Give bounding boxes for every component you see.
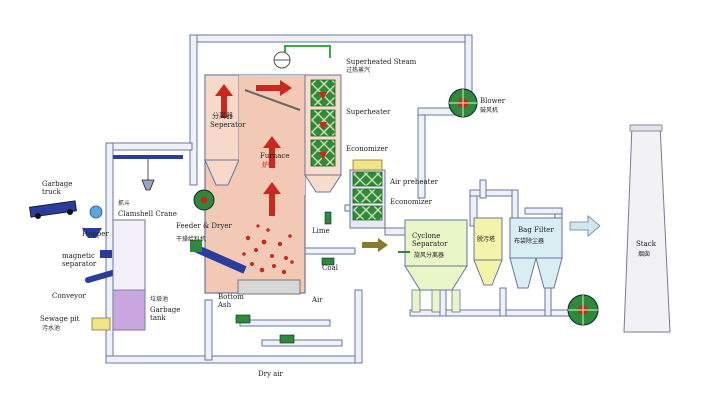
desulfurizer-zh-label: 脱污塔 [477, 236, 496, 243]
sewage-pit-label: Sewage pit [40, 315, 80, 323]
lime-label: Lime [312, 227, 330, 235]
coal-label: Coal [322, 264, 338, 272]
hopper-label: Hopper [82, 230, 109, 238]
stack-chimney [623, 124, 671, 333]
dry-air-label: Dry air [258, 370, 283, 378]
bag-filter-zh-label: 布袋除尘器 [514, 238, 545, 245]
furnace-zh-label: 炉膛 [262, 161, 276, 169]
conveyor-label: Conveyor [52, 292, 86, 300]
steam-pipe-green [284, 45, 331, 60]
superheated-steam-label: Superheated Steam [346, 58, 417, 66]
blower-label: Blower [480, 97, 506, 105]
valves [235, 211, 335, 344]
clamshell-crane-label: Clamshell Crane [118, 210, 177, 218]
superheater-label: Superheater [346, 108, 391, 116]
economizer-bottom-label: Economizer [390, 198, 433, 206]
stack-zh-label: 烟囱 [638, 251, 651, 258]
bottom-ash-label: Bottom Ash [218, 293, 244, 309]
steam-drum [273, 51, 291, 69]
garbage-tank-zh-label: 垃圾池 [150, 296, 169, 303]
cyclone-separator [404, 219, 468, 313]
garbage-tank-label: Garbage tank [150, 306, 181, 322]
superheated-steam-zh-label: 过热蒸汽 [346, 67, 371, 74]
feeder-dryer-label: Feeder & Dryer [176, 222, 232, 230]
garbage-handling [29, 155, 247, 331]
bag-filter [509, 215, 601, 289]
economizer-top-label: Economizer [346, 145, 389, 153]
feeder-zh-label: 干燥给料机 [176, 236, 207, 243]
air-preheater-label: Air preheater [390, 178, 438, 186]
bag-filter-label: Bag Filter [518, 226, 554, 234]
flame-particles [242, 224, 294, 275]
separator-en-label: Seperator [210, 121, 246, 129]
sewage-pit-zh-label: 污水池 [42, 325, 61, 332]
blower-zh-label: 鼓风机 [480, 107, 499, 114]
separator-zh-label: 分离器 [212, 112, 233, 120]
furnace-label: Furnace [260, 152, 290, 160]
superheater-column [304, 74, 342, 193]
desulfurizer-tower [473, 217, 503, 286]
air-preheater-block [349, 159, 388, 252]
furnace-flow-arrows [215, 80, 292, 216]
magnetic-separator-label: magnetic separator [62, 252, 97, 268]
exhaust-fan [567, 294, 599, 326]
cyclone-zh-label: 旋风分离器 [414, 252, 445, 259]
air-label: Air [312, 296, 323, 304]
blower-fan [448, 88, 478, 118]
crane-zh-label: 抓斗 [118, 200, 131, 207]
cyclone-label: Cyclone Separator [412, 232, 448, 248]
garbage-truck-label: Garbage truck [42, 180, 73, 196]
stack-label: Stack [636, 240, 656, 248]
furnace-fan [193, 189, 215, 211]
fans [193, 88, 599, 326]
